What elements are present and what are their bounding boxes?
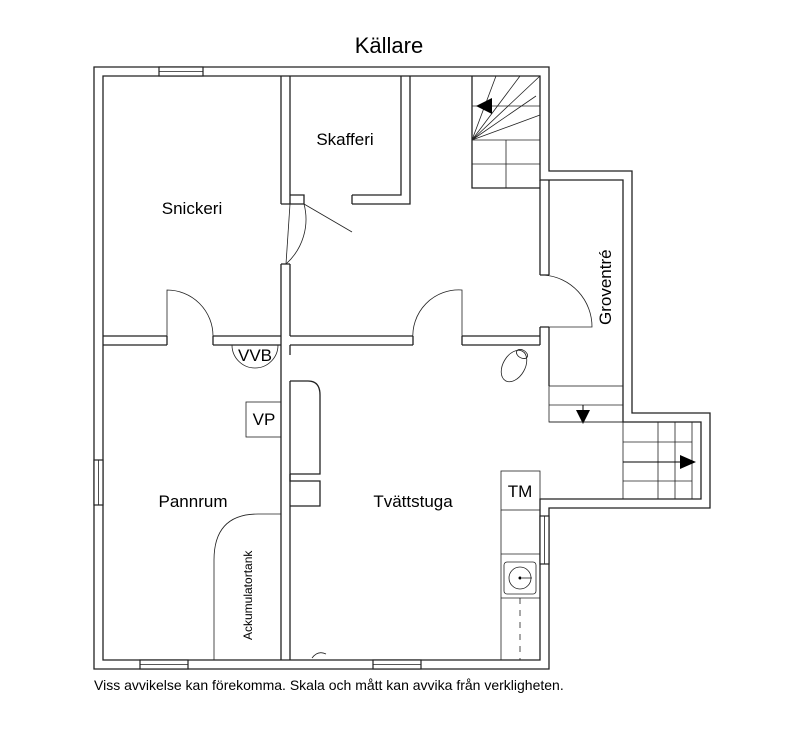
room-skafferi: Skafferi [316,130,373,149]
stairs-lower [548,385,696,499]
toilet-icon [500,349,528,383]
room-groventre: Groventré [596,249,615,325]
doors [166,203,593,341]
stair-arrow-up [476,98,492,114]
ackumulatortank-label: Ackumulatortank [241,550,255,640]
windows [93,66,550,670]
pannrum-fixtures: VVB VP Ackumulatortank [213,344,282,660]
disclaimer-text: Viss avvikelse kan förekomma. Skala och … [94,677,564,693]
stair-arrow-down [576,410,590,424]
tvattstuga-fixtures: TM [311,349,541,660]
stair-arrow-right [680,455,696,469]
tm-label: TM [508,482,533,501]
plan-title: Källare [355,33,423,58]
room-tvattstuga: Tvättstuga [373,492,453,511]
outer-walls [93,66,711,670]
drain-icon [311,652,327,659]
room-pannrum: Pannrum [159,492,228,511]
stairs-upper [471,75,541,189]
vp-label: VP [253,410,276,429]
vvb-label: VVB [238,346,272,365]
room-snickeri: Snickeri [162,199,222,218]
